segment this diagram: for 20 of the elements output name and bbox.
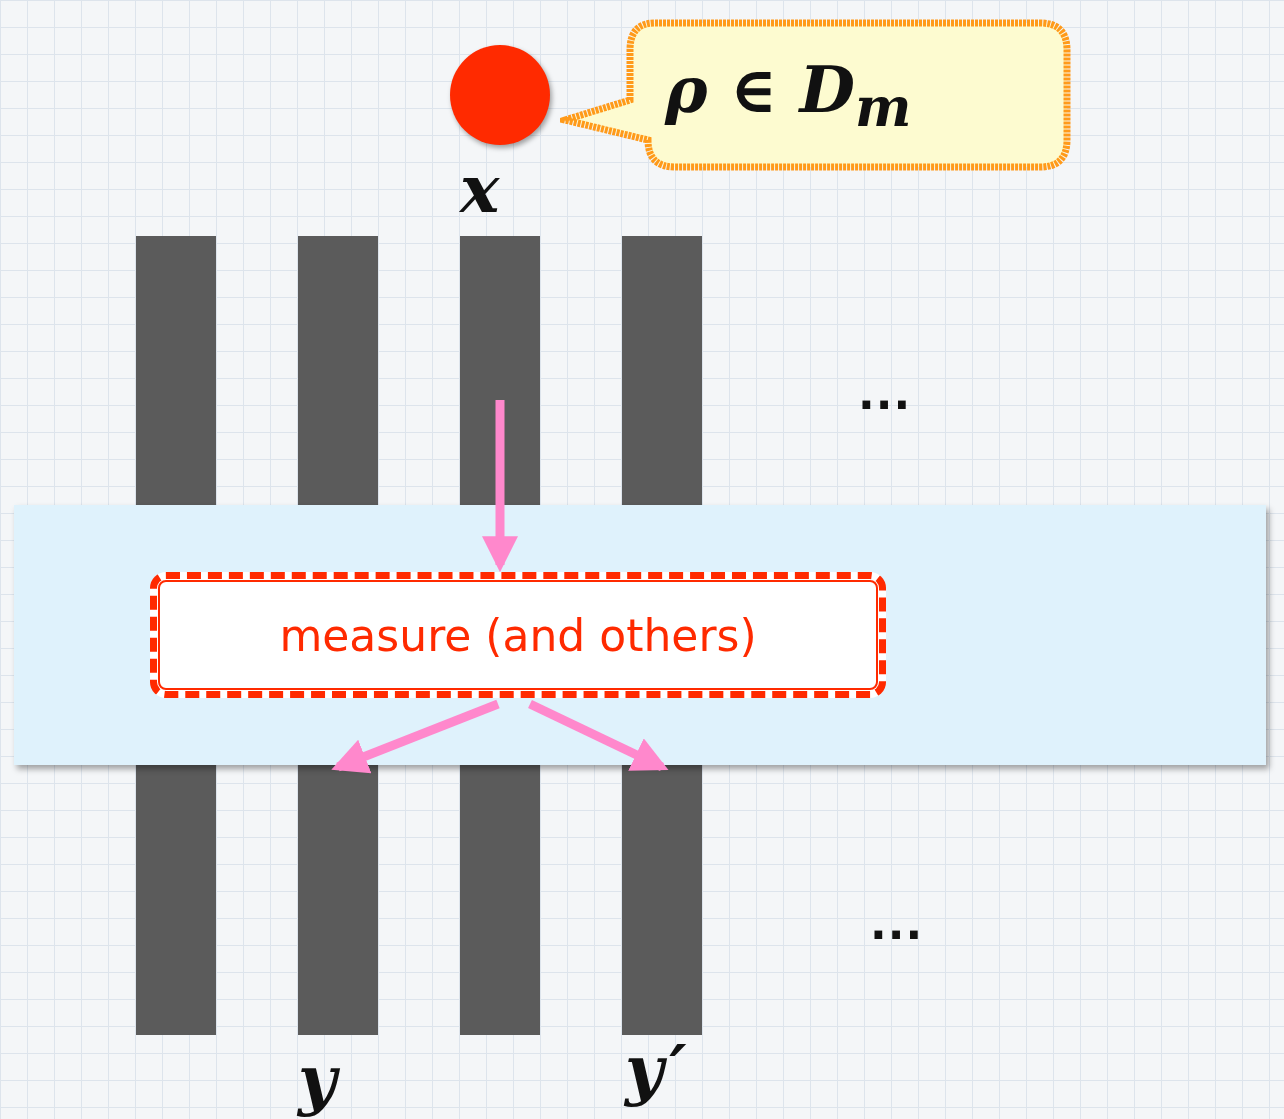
math-formula: ρ ∈ D$_{m}$ [665,51,912,141]
variable-label: y [298,1040,343,1118]
wire-bar [298,236,378,505]
wire-bar [622,236,702,505]
wire-bar [622,765,702,1035]
arrow [482,400,518,573]
wire-bar [136,236,216,505]
wire-bar [460,765,540,1035]
process-box [150,572,886,698]
box-label: measure (and others) [279,609,757,661]
band-panel [14,505,1266,765]
arrow [528,699,669,772]
ellipsis-label: ... [858,368,912,419]
wire-bar [298,765,378,1035]
ellipsis-label: ... [870,898,924,949]
variable-label: x [460,150,506,228]
wire-bar [136,765,216,1035]
wire-bar [460,236,540,505]
variable-label: y′ [625,1030,693,1108]
arrow [331,699,500,774]
